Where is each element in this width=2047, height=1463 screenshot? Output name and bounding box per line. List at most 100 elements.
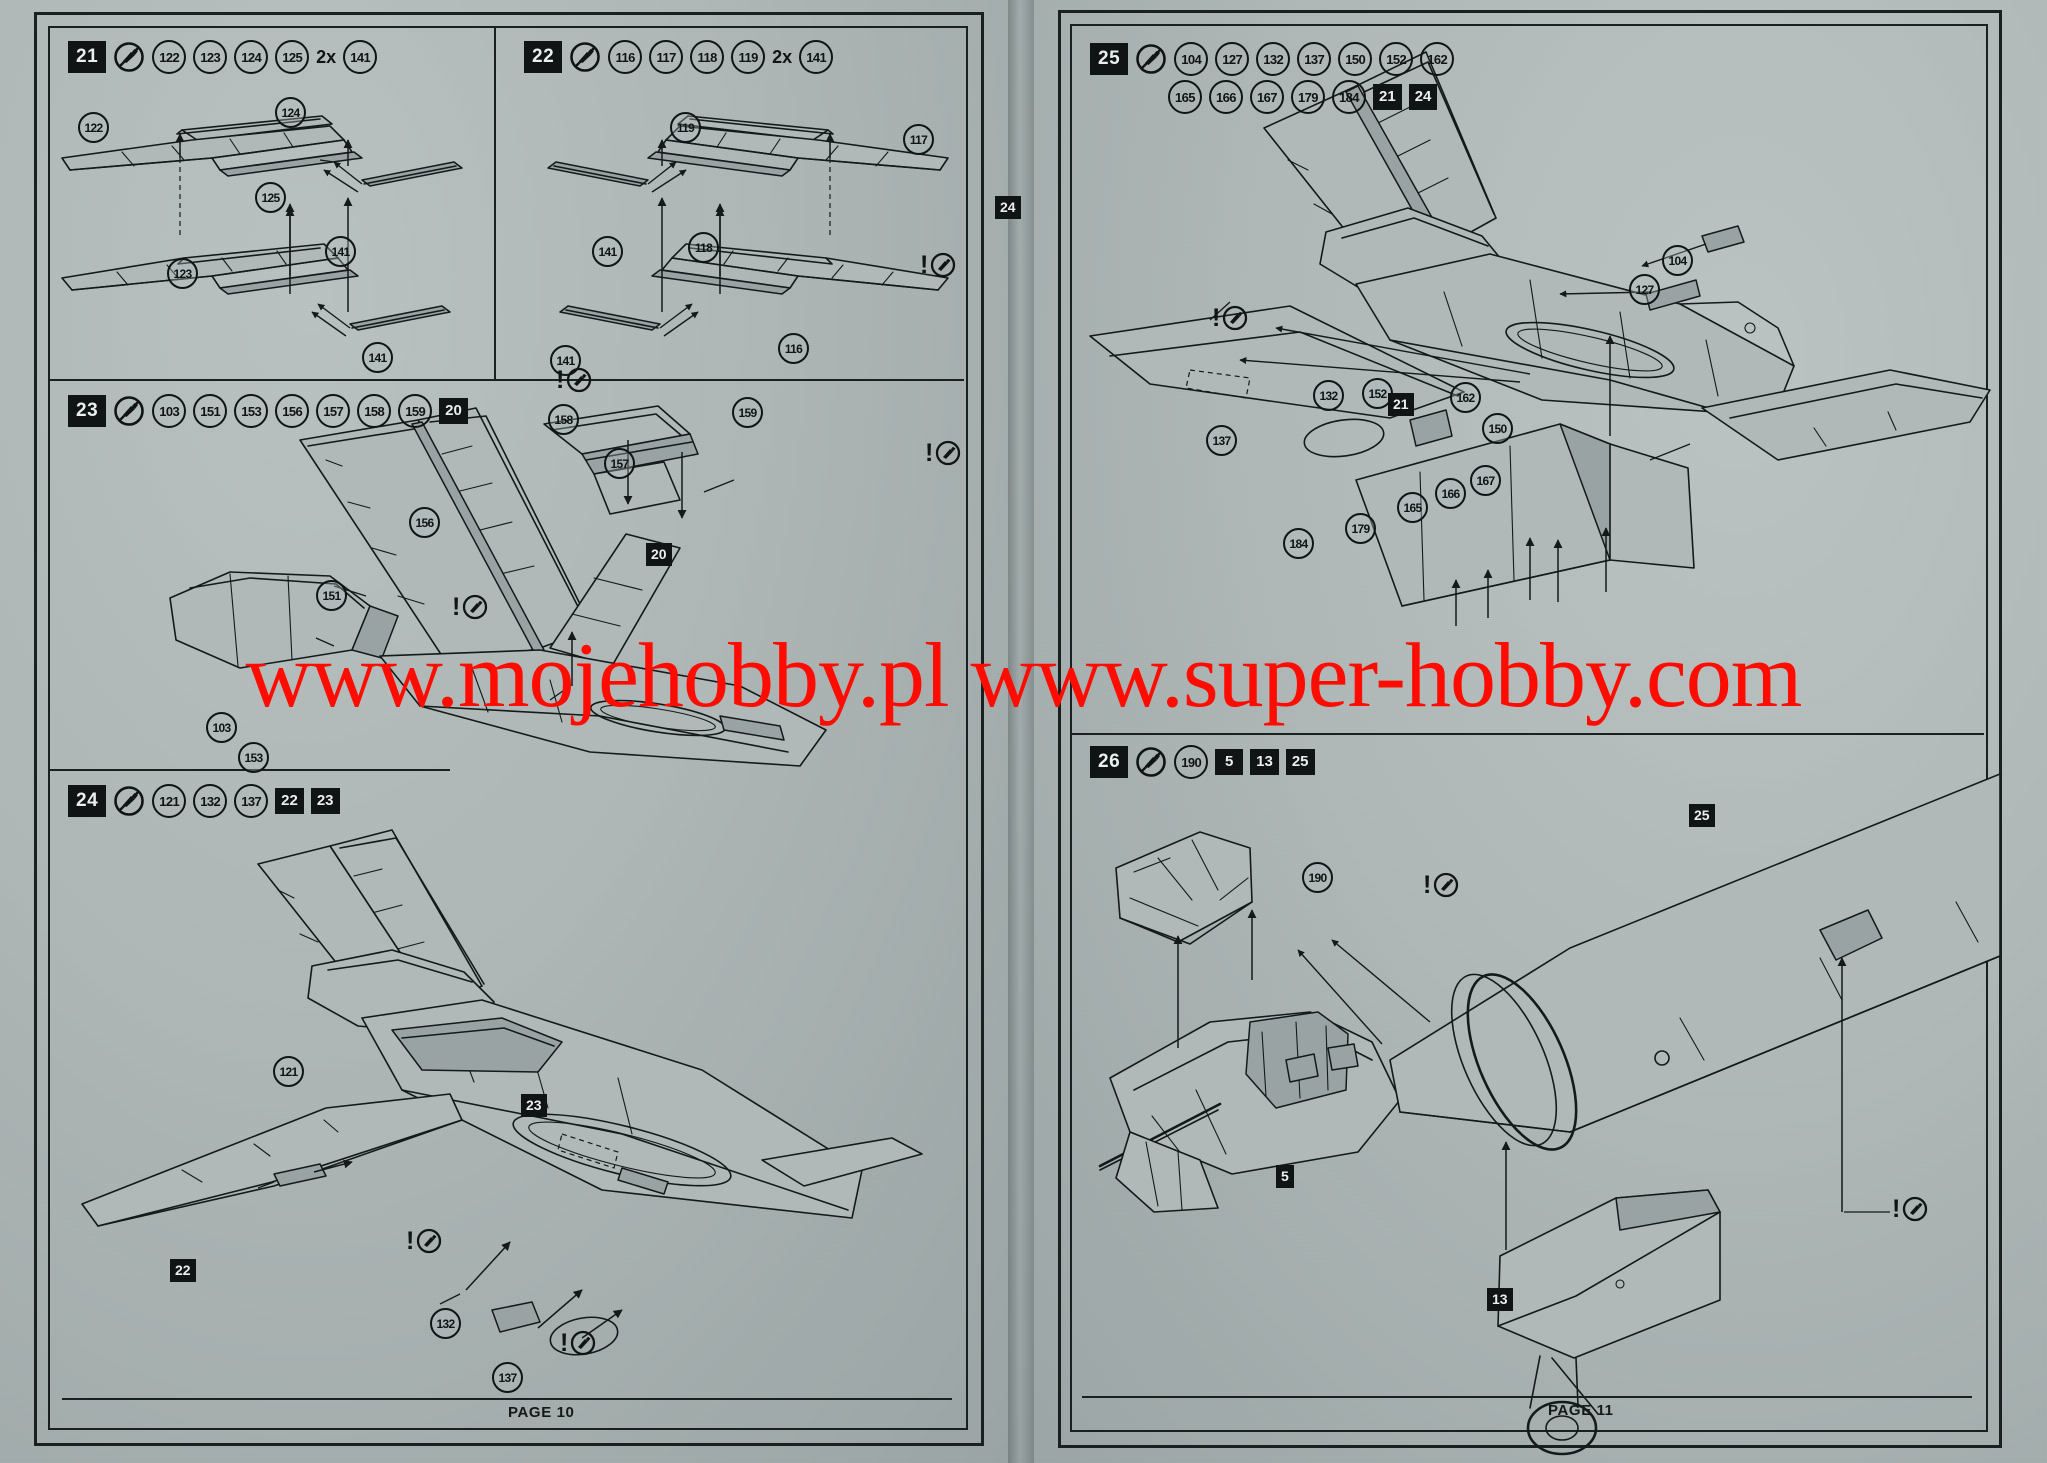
callout-bubble: 190: [1302, 862, 1333, 893]
step-26-diagram: [1098, 760, 2001, 1456]
step-21-diagram: [61, 88, 482, 378]
subassembly-ref: 23: [310, 788, 340, 814]
cement-icon: [930, 252, 956, 278]
part-bubble: 137: [1297, 42, 1332, 76]
warning-cement-marker: !: [406, 1228, 442, 1254]
callout-bubble: 156: [409, 507, 440, 538]
warning-cement-marker: !: [1423, 872, 1459, 898]
callout-bubble: 103: [206, 712, 237, 743]
step-22-diagram: [528, 88, 949, 378]
callout-bubble: 121: [273, 1056, 304, 1087]
step-25-header: 25 104 127 132 137 150 152 162 165 166 1…: [1090, 42, 1455, 114]
glue-icon: [569, 41, 601, 73]
part-bubble: 153: [234, 394, 269, 428]
exclamation-icon: !: [406, 1227, 415, 1255]
part-bubble: 127: [1215, 42, 1250, 76]
callout-bubble: 127: [1629, 274, 1660, 305]
cement-icon: [1902, 1196, 1928, 1222]
step-25-header-row-2: 165 166 167 179 184 21 24: [1168, 80, 1438, 114]
callout-bubble: 141: [550, 345, 581, 376]
part-bubble: 141: [799, 40, 834, 74]
glue-icon: [1135, 43, 1167, 75]
warning-cement-marker: !: [920, 252, 956, 278]
subassembly-ref: 25: [1285, 749, 1315, 775]
callout-bubble: 151: [316, 580, 347, 611]
step-25-diagram: [1089, 40, 1991, 730]
subassembly-tag: 23: [521, 1094, 547, 1117]
cement-icon: [462, 594, 488, 620]
exclamation-icon: !: [556, 366, 565, 394]
exclamation-icon: !: [925, 439, 934, 467]
cement-icon: [1433, 872, 1459, 898]
cement-icon: [416, 1228, 442, 1254]
glue-icon: [113, 395, 145, 427]
exclamation-icon: !: [1892, 1195, 1901, 1223]
part-bubble: 137: [234, 784, 269, 818]
right-page-border: [1058, 10, 2002, 1448]
part-bubble: 159: [398, 394, 433, 428]
right-page-footer: PAGE 11: [1548, 1402, 1614, 1419]
right-page-paper: [1020, 0, 2047, 1463]
exclamation-icon: !: [452, 593, 461, 621]
step-23-diagram: [120, 400, 960, 780]
part-bubble: 158: [357, 394, 392, 428]
cement-icon: [570, 1330, 596, 1356]
cement-icon: [935, 440, 961, 466]
part-bubble: 121: [152, 784, 187, 818]
callout-bubble: 117: [903, 124, 934, 155]
panel-divider-25-26: [1070, 733, 1984, 735]
step-22-number: 22: [524, 41, 563, 73]
part-bubble: 117: [649, 40, 684, 74]
step-24-header: 24 121 132 137 22 23: [68, 784, 340, 818]
subassembly-ref: 24: [1408, 84, 1438, 110]
warning-cement-marker: !: [925, 440, 961, 466]
subassembly-tag: 25: [1689, 804, 1715, 827]
warning-cement-marker: !: [560, 1330, 596, 1356]
callout-bubble: 153: [238, 742, 269, 773]
step-23-number: 23: [68, 395, 107, 427]
part-bubble: 167: [1250, 80, 1284, 114]
part-bubble: 151: [193, 394, 228, 428]
exclamation-icon: !: [1212, 304, 1221, 332]
left-page-footer: PAGE 10: [508, 1404, 575, 1421]
part-bubble: 157: [316, 394, 351, 428]
subassembly-tag: 20: [646, 543, 672, 566]
glue-icon: [1135, 746, 1167, 778]
step-23-header: 23 103 151 153 156 157 158 159 20: [68, 394, 468, 428]
step-21-number: 21: [68, 41, 107, 73]
callout-bubble: 141: [325, 236, 356, 267]
callout-bubble: 162: [1450, 382, 1481, 413]
subassembly-tag: 5: [1276, 1165, 1294, 1188]
step-24-diagram: [62, 790, 962, 1390]
part-bubble: 162: [1420, 42, 1455, 76]
panel-divider-21-22: [494, 26, 496, 379]
step-25-header-row-1: 25 104 127 132 137 150 152 162: [1090, 42, 1455, 76]
warning-cement-marker: !: [556, 367, 592, 393]
left-page-border: [34, 12, 984, 1446]
callout-bubble: 116: [778, 333, 809, 364]
callout-bubble: 184: [1283, 528, 1314, 559]
cement-icon: [566, 367, 592, 393]
part-bubble: 104: [1174, 42, 1209, 76]
part-bubble: 123: [193, 40, 228, 74]
glue-icon: [113, 785, 145, 817]
part-bubble: 184: [1332, 80, 1366, 114]
glue-icon: [113, 41, 145, 73]
callout-bubble: 158: [548, 404, 579, 435]
callout-bubble: 132: [1313, 380, 1344, 411]
callout-bubble: 166: [1435, 478, 1466, 509]
right-footer-rule: [1082, 1396, 1972, 1398]
warning-cement-marker: !: [1212, 305, 1248, 331]
callout-bubble: 137: [1206, 425, 1237, 456]
step-22-header: 22 116 117 118 119 2x 141: [524, 40, 834, 74]
callout-bubble: 165: [1397, 492, 1428, 523]
callout-bubble: 132: [430, 1308, 461, 1339]
subassembly-tag: 22: [170, 1259, 196, 1282]
callout-bubble: 119: [670, 112, 701, 143]
callout-bubble: 141: [592, 236, 623, 267]
part-bubble: 152: [1379, 42, 1414, 76]
part-bubble: 190: [1174, 745, 1209, 779]
part-bubble: 179: [1291, 80, 1325, 114]
part-bubble: 116: [608, 40, 643, 74]
